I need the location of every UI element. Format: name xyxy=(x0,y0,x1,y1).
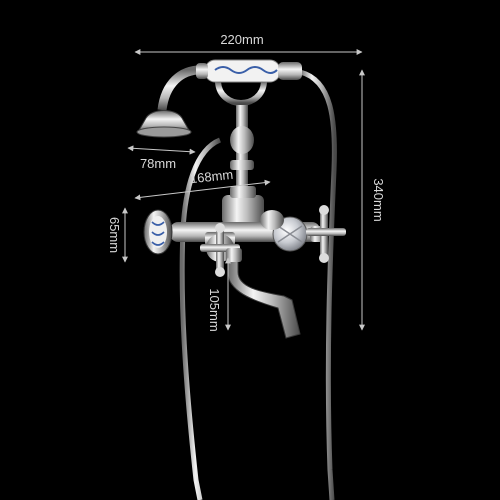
dim-line-centers xyxy=(134,179,271,201)
handset-cradle xyxy=(215,81,267,106)
shower-head xyxy=(137,110,191,133)
dim-label-height: 340mm xyxy=(371,178,386,221)
valve-body xyxy=(222,195,264,225)
dim-line-head xyxy=(127,145,196,155)
tub-spout xyxy=(227,257,301,339)
dim-label-width: 220mm xyxy=(220,32,263,47)
handset-ceramic-grip xyxy=(204,59,281,83)
shower-hose-lower xyxy=(179,137,222,500)
right-wall-flange xyxy=(260,210,284,230)
dim-label-mount: 65mm xyxy=(107,217,122,253)
shower-head-face xyxy=(136,126,192,138)
dim-label-spout: 105mm xyxy=(207,288,222,331)
dim-label-centers: 168mm xyxy=(189,167,234,186)
right-crystal-handle xyxy=(272,205,346,263)
dim-label-head: 78mm xyxy=(140,156,176,171)
shower-hose xyxy=(299,69,337,500)
